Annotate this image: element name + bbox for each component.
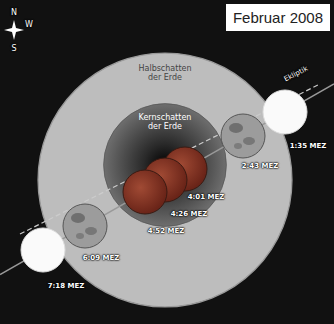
penumbral-moon [63,204,107,248]
moon-path [0,84,334,275]
time-label: 4:52 MEZ [148,227,185,235]
eclipsed-moon [123,147,207,214]
shadow-label: Kernschatten der Erde [132,113,198,131]
time-label: 2:43 MEZ [242,162,279,170]
time-label: 6:09 MEZ [83,254,120,262]
compass-letter: S [11,44,16,53]
full-moon [263,90,307,134]
time-label: 7:18 MEZ [48,282,85,290]
penumbral-moon [221,114,265,158]
compass-letter: W [25,20,33,29]
compass-letter: N [11,8,17,17]
time-label: 4:26 MEZ [171,210,208,218]
time-label: 4:01 MEZ [188,193,225,201]
full-moon [21,228,65,272]
compass-star [4,20,24,40]
ecliptic-line [20,84,320,234]
title-box: Februar 2008 [226,4,330,31]
shadow-label: Halbschatten der Erde [132,64,198,82]
time-label: 1:35 MEZ [290,142,327,150]
